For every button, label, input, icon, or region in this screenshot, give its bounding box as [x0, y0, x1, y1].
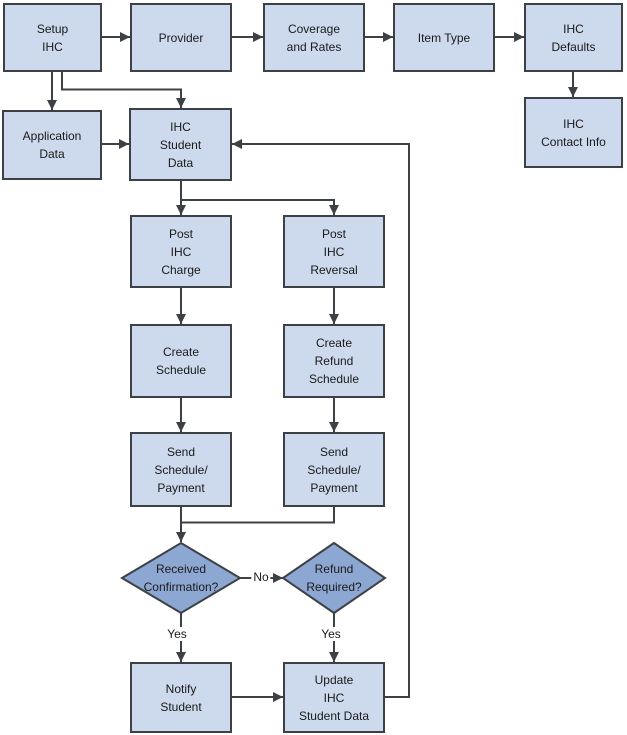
node-create-refund-schedule-label: Create Refund Schedule	[308, 336, 360, 386]
node-item-type-label: Item Type	[417, 30, 471, 45]
node-ihc-defaults: IHC Defaults	[524, 3, 623, 72]
node-ihc-defaults-label: IHC Defaults	[551, 21, 596, 54]
node-application-data: Application Data	[2, 110, 102, 180]
node-send-schedule-payment-left-label: Send Schedule/ Payment	[154, 444, 208, 495]
node-update-ihc-student-data-label: Update IHC Student Data	[298, 672, 370, 723]
node-post-ihc-charge: Post IHC Charge	[130, 215, 232, 288]
node-create-refund-schedule: Create Refund Schedule	[283, 324, 385, 398]
node-update-ihc-student-data: Update IHC Student Data	[283, 662, 385, 733]
node-notify-student: Notify Student	[130, 662, 232, 733]
edge-setup-to-studentdata	[61, 72, 186, 108]
node-item-type: Item Type	[393, 3, 495, 72]
node-send-schedule-payment-right-label: Send Schedule/ Payment	[307, 444, 361, 495]
edge-studentdata-to-postreversal	[181, 199, 339, 215]
node-refund-required-diamond	[281, 541, 387, 615]
node-post-ihc-charge-label: Post IHC Charge	[161, 226, 201, 277]
node-ihc-contact-info: IHC Contact Info	[524, 97, 623, 168]
edge-label-no: No	[251, 570, 271, 584]
node-ihc-student-data: IHC Student Data	[129, 108, 232, 181]
node-send-schedule-payment-left: Send Schedule/ Payment	[130, 432, 232, 507]
node-coverage-and-rates: Coverage and Rates	[263, 3, 365, 72]
edge-update-feedback-to-studentdata	[232, 139, 410, 698]
node-create-schedule: Create Schedule	[130, 324, 232, 398]
node-setup-ihc-label: Setup IHC	[36, 21, 69, 54]
edge-sendright-merge	[181, 507, 335, 524]
node-provider-label: Provider	[158, 30, 204, 45]
node-ihc-contact-info-label: IHC Contact Info	[541, 116, 606, 149]
node-notify-student-label: Notify Student	[160, 681, 202, 714]
edge-label-yes-right: Yes	[319, 627, 343, 641]
node-received-confirmation-diamond	[120, 541, 242, 615]
edge-label-yes-left: Yes	[165, 627, 189, 641]
node-post-ihc-reversal: Post IHC Reversal	[283, 215, 385, 288]
node-provider: Provider	[130, 3, 232, 72]
node-post-ihc-reversal-label: Post IHC Reversal	[310, 226, 358, 277]
node-create-schedule-label: Create Schedule	[155, 345, 207, 377]
node-coverage-and-rates-label: Coverage and Rates	[286, 21, 342, 54]
node-ihc-student-data-label: IHC Student Data	[159, 119, 202, 170]
node-setup-ihc: Setup IHC	[3, 3, 102, 72]
node-send-schedule-payment-right: Send Schedule/ Payment	[283, 432, 385, 507]
node-application-data-label: Application Data	[22, 129, 82, 161]
